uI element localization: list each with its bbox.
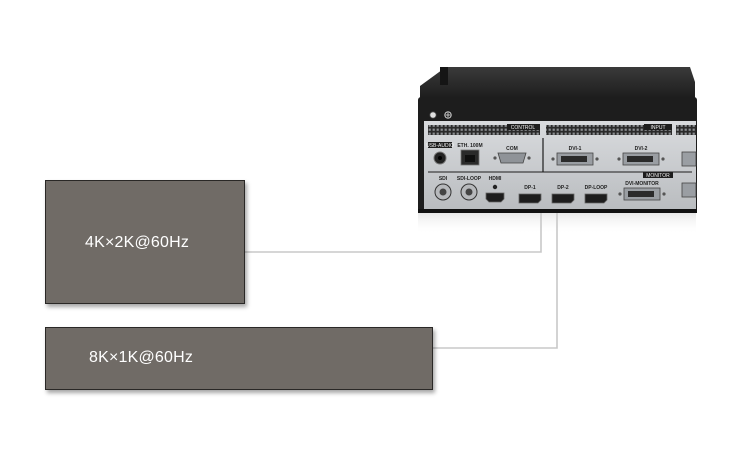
screen-resolution-label: 8K×1K@60Hz <box>89 349 194 366</box>
ethernet-label: ETH. 100M <box>457 143 482 149</box>
dp-loop-port[interactable] <box>584 193 608 204</box>
dp1-label: DP-1 <box>524 185 536 191</box>
dvi2-label: DVI-2 <box>635 146 648 152</box>
cable-dp2 <box>431 204 558 349</box>
dp2-label: DP-2 <box>557 185 569 191</box>
dvi1-label: DVI-1 <box>569 146 582 152</box>
screw-icon <box>429 111 437 119</box>
dvi-monitor-label: DVI-MONITOR <box>625 181 659 187</box>
sdi-label: SDI <box>439 176 448 182</box>
output-screen-4k: 4K×2K@60Hz <box>45 180 245 304</box>
com-port[interactable] <box>497 152 527 164</box>
sdi-loop-label: SDI-LOOP <box>457 176 482 182</box>
vent-monitor <box>676 125 696 135</box>
screen-resolution-label: 4K×2K@60Hz <box>85 234 190 251</box>
cable-dp1 <box>243 204 542 253</box>
vent-input <box>546 125 672 135</box>
dp1-port[interactable] <box>518 193 542 204</box>
dp2-port[interactable] <box>551 193 575 204</box>
vent-control <box>428 125 540 135</box>
hdmi-port[interactable] <box>485 192 505 203</box>
dp-loop-label: DP-LOOP <box>585 185 608 191</box>
hdmi-label: HDMI <box>489 176 502 182</box>
chassis-top <box>420 67 695 99</box>
com-label: COM <box>506 146 518 152</box>
section-control-label: CONTROL <box>511 125 536 131</box>
section-monitor-label: MONITOR <box>646 173 670 179</box>
edge-port <box>681 151 697 167</box>
output-screen-8k: 8K×1K@60Hz <box>45 327 433 390</box>
edge-port <box>681 182 697 198</box>
rack-ear <box>440 67 448 85</box>
section-input-label: INPUT <box>651 125 666 131</box>
usb-audio-label: USB-AUDIO <box>426 143 454 149</box>
